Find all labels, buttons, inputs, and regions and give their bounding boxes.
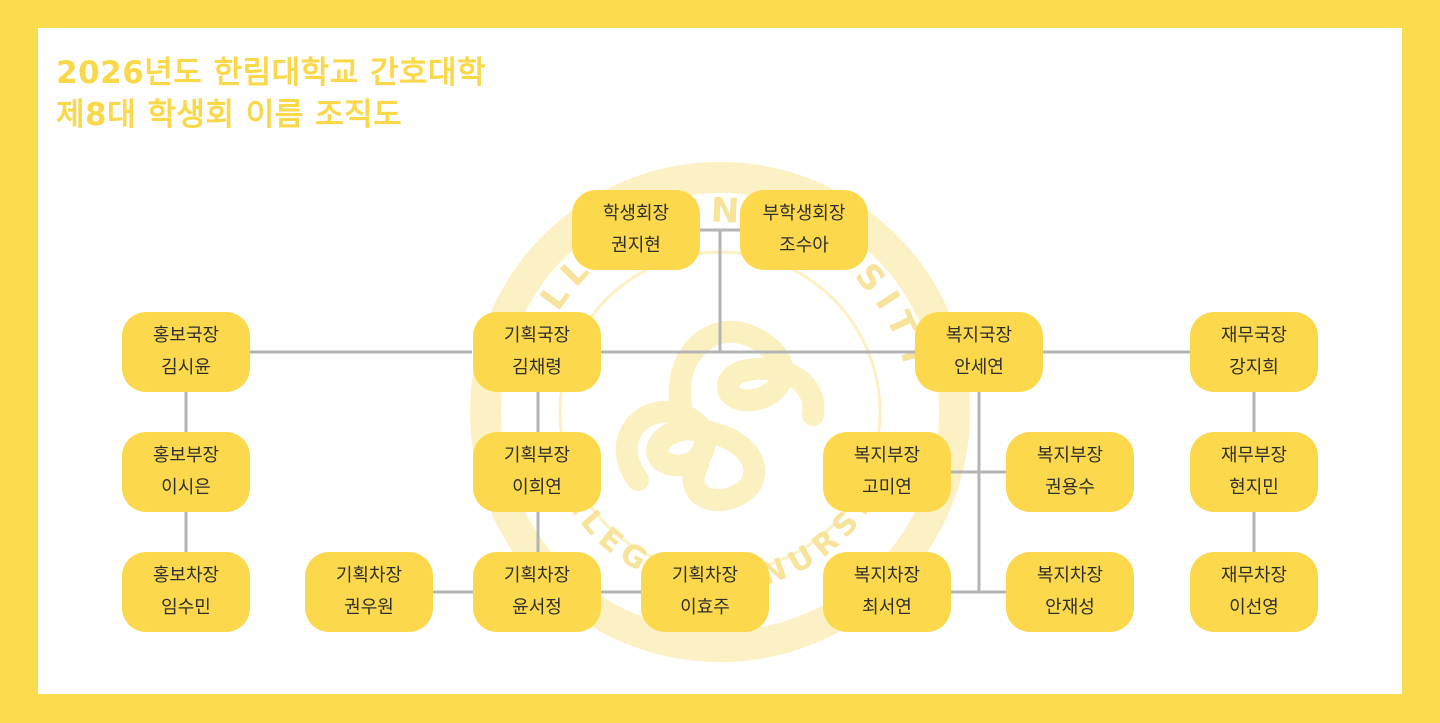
role-label: 복지차장 (1036, 565, 1104, 586)
node-finance-director: 재무국장 강지희 (1190, 312, 1318, 392)
person-name: 고미연 (862, 477, 912, 498)
node-planning-deputy-3: 기획차장 이효주 (641, 552, 769, 632)
person-name: 권지현 (611, 235, 661, 256)
person-name: 현지민 (1229, 477, 1279, 498)
role-label: 홍보차장 (152, 565, 220, 586)
role-label: 복지부장 (853, 445, 921, 466)
node-pr-manager: 홍보부장 이시은 (122, 432, 250, 512)
role-label: 복지차장 (853, 565, 921, 586)
node-welfare-deputy-1: 복지차장 최서연 (823, 552, 951, 632)
role-label: 학생회장 (602, 203, 670, 224)
role-label: 복지국장 (945, 325, 1013, 346)
person-name: 강지희 (1229, 357, 1279, 378)
person-name: 김시윤 (161, 357, 211, 378)
node-welfare-director: 복지국장 안세연 (915, 312, 1043, 392)
person-name: 권용수 (1045, 477, 1095, 498)
person-name: 최서연 (862, 597, 912, 618)
person-name: 김채령 (512, 357, 562, 378)
person-name: 이선영 (1229, 597, 1279, 618)
title-line-1: 2026년도 한림대학교 간호대학 (56, 55, 487, 91)
role-label: 복지부장 (1036, 445, 1104, 466)
node-welfare-deputy-2: 복지차장 안재성 (1006, 552, 1134, 632)
person-name: 이효주 (680, 597, 730, 618)
role-label: 기획차장 (503, 565, 571, 586)
node-planning-manager: 기획부장 이희연 (473, 432, 601, 512)
node-planning-deputy-1: 기획차장 권우원 (305, 552, 433, 632)
node-president: 학생회장 권지현 (572, 190, 700, 270)
title-line-2: 제8대 학생회 이름 조직도 (56, 97, 403, 133)
node-planning-deputy-2: 기획차장 윤서정 (473, 552, 601, 632)
person-name: 임수민 (161, 597, 211, 618)
role-label: 재무부장 (1220, 445, 1288, 466)
node-finance-manager: 재무부장 현지민 (1190, 432, 1318, 512)
node-pr-director: 홍보국장 김시윤 (122, 312, 250, 392)
node-welfare-manager-2: 복지부장 권용수 (1006, 432, 1134, 512)
person-name: 안세연 (954, 357, 1004, 378)
node-pr-deputy: 홍보차장 임수민 (122, 552, 250, 632)
node-vice-president: 부학생회장 조수아 (740, 190, 868, 270)
role-label: 기획차장 (671, 565, 739, 586)
role-label: 재무국장 (1220, 325, 1288, 346)
role-label: 재무차장 (1220, 565, 1288, 586)
role-label: 기획국장 (503, 325, 571, 346)
chart-title: 2026년도 한림대학교 간호대학 제8대 학생회 이름 조직도 (56, 52, 486, 136)
person-name: 이시은 (161, 477, 211, 498)
person-name: 권우원 (344, 597, 394, 618)
person-name: 이희연 (512, 477, 562, 498)
node-finance-deputy: 재무차장 이선영 (1190, 552, 1318, 632)
node-welfare-manager-1: 복지부장 고미연 (823, 432, 951, 512)
role-label: 부학생회장 (762, 203, 846, 224)
role-label: 기획부장 (503, 445, 571, 466)
role-label: 기획차장 (335, 565, 403, 586)
role-label: 홍보국장 (152, 325, 220, 346)
person-name: 윤서정 (512, 597, 562, 618)
person-name: 조수아 (779, 235, 829, 256)
node-planning-director: 기획국장 김채령 (473, 312, 601, 392)
role-label: 홍보부장 (152, 445, 220, 466)
person-name: 안재성 (1045, 597, 1095, 618)
